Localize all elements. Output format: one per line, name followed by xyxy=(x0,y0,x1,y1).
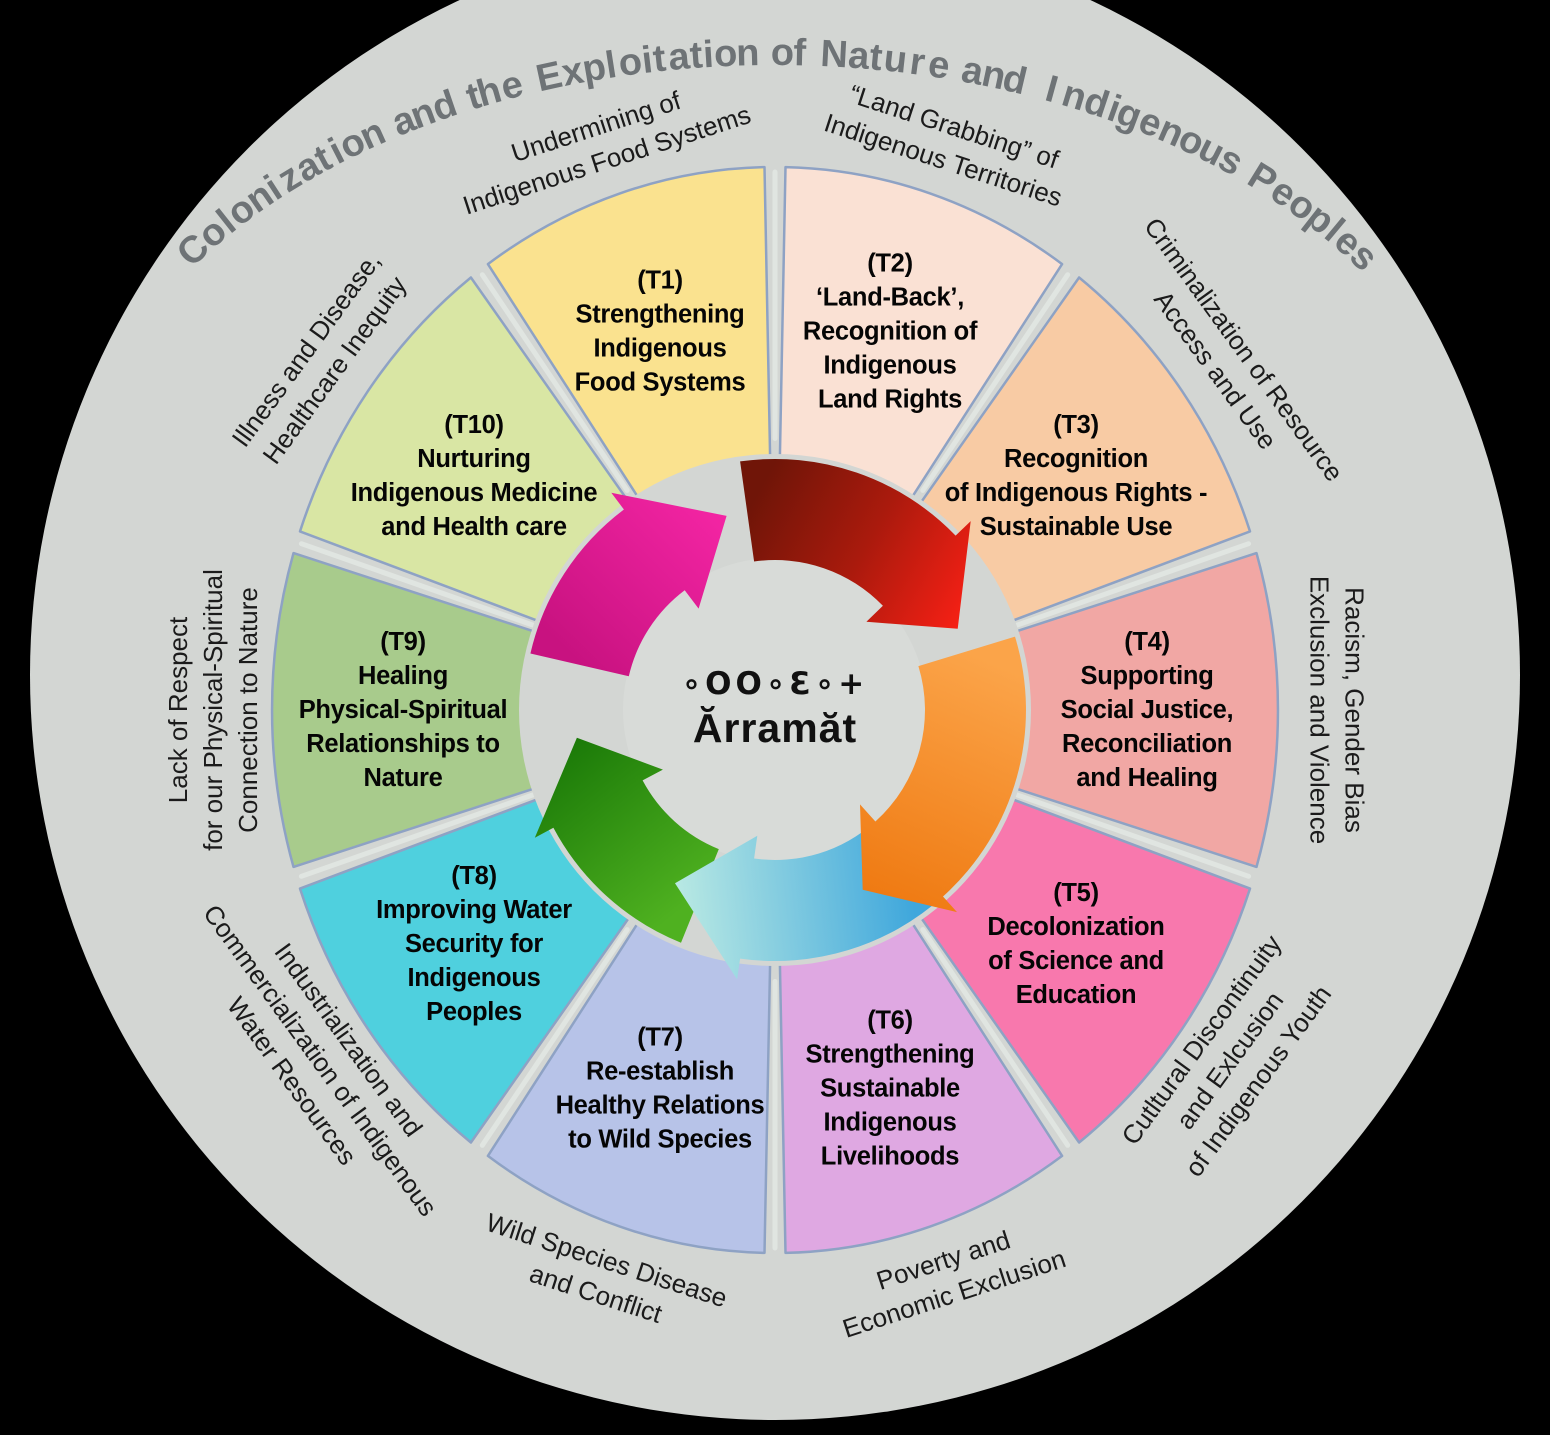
sector-label-line: Supporting xyxy=(1081,662,1214,690)
sector-label-line: Indigenous Medicine xyxy=(351,479,598,507)
sector-label-line: Strengthening xyxy=(806,1041,975,1069)
sector-label-line: Nature xyxy=(364,764,443,792)
sector-divider-spoke xyxy=(920,272,1071,493)
sector-label-line: ‘Land-Back’, xyxy=(816,284,964,312)
sector-t4-code: (T4) xyxy=(1124,628,1170,656)
sector-label-line: Nurturing xyxy=(417,445,530,473)
sector-divider-spoke xyxy=(920,927,1071,1148)
sector-t8-code: (T8) xyxy=(451,862,497,890)
sector-t9-label: (T9) HealingPhysical-SpiritualRelationshi… xyxy=(299,628,508,792)
figure-title-char: t xyxy=(688,34,704,77)
center-disc xyxy=(623,558,927,862)
sector-label-line: Indigenous xyxy=(824,352,957,380)
figure-title-char: i xyxy=(702,34,715,77)
sector-divider-spoke xyxy=(479,927,630,1148)
figure-title-char: N xyxy=(819,33,849,76)
sector-t1-code: (T1) xyxy=(637,267,683,295)
sector-label-line: and Health care xyxy=(381,513,567,541)
sector-t6-label: (T6) StrengtheningSustainableIndigenousLi… xyxy=(806,1007,975,1171)
challenge-label-line: Lack of Respect xyxy=(163,616,193,803)
sector-t3-code: (T3) xyxy=(1053,411,1099,439)
figure-title-char: o xyxy=(771,32,795,74)
challenge-label-line: Connection to Nature xyxy=(233,587,263,833)
sector-label-line: Sustainable Use xyxy=(980,513,1173,541)
sector-label-line: Education xyxy=(1016,981,1137,1009)
figure-title-char: o xyxy=(713,33,738,76)
sector-label-line: Strengthening xyxy=(576,301,745,329)
sector-t7-code: (T7) xyxy=(637,1024,683,1052)
sector-label-line: Healthy Relations xyxy=(556,1092,765,1120)
sector-label-line: Food Systems xyxy=(575,369,746,397)
sector-label-line: Physical-Spiritual xyxy=(299,696,508,724)
figure-title-char: t xyxy=(651,38,668,81)
sector-divider-spoke xyxy=(479,272,630,493)
sector-label-line: of Science and xyxy=(988,947,1164,975)
sector-label-line: Healing xyxy=(358,662,448,690)
figure-title-char: i xyxy=(639,39,654,82)
sector-label-line: Reconciliation xyxy=(1062,730,1232,758)
cycle-arrows-group xyxy=(530,458,1026,980)
cycle-arrow-orange xyxy=(860,636,1026,913)
sector-label-line: Sustainable xyxy=(820,1075,960,1103)
sector-label-line: Peoples xyxy=(426,998,522,1026)
sector-divider-spoke xyxy=(298,541,539,629)
spokes-group xyxy=(298,169,1252,1251)
figure-title-char: o xyxy=(616,40,645,85)
sector-divider-spoke xyxy=(298,791,539,879)
sector-t9-code: (T9) xyxy=(380,628,426,656)
sector-t10-code: (T10) xyxy=(444,411,503,439)
figure-title-char: n xyxy=(736,32,760,75)
cycle-arrow-red xyxy=(740,458,971,629)
sector-t3-label: (T3) Recognition of Indigenous Rights - Sus… xyxy=(945,411,1208,541)
challenge-label-line: Racism, Gender Bias xyxy=(1340,587,1370,833)
figure-title-char: a xyxy=(847,34,872,78)
sector-label-line: Social Justice, xyxy=(1061,696,1234,724)
sector-t2-code: (T2) xyxy=(867,250,913,278)
challenge-label-line: Exclusion and Violence xyxy=(1305,576,1335,844)
figure-title-char: u xyxy=(882,38,910,82)
sector-label-line: Security for xyxy=(405,930,543,958)
sector-label-line: Recognition xyxy=(1004,445,1148,473)
figure-title-char: f xyxy=(793,32,807,74)
sector-label-line: and Healing xyxy=(1076,764,1217,792)
sector-t5-label: (T5) Decolonization of Science andEducatio… xyxy=(987,879,1164,1009)
cycle-arrow-green xyxy=(534,737,719,943)
sector-t5-code: (T5) xyxy=(1053,879,1099,907)
cycle-arrow-magenta xyxy=(530,492,727,677)
sector-label-line: Re-establish xyxy=(586,1058,734,1086)
sector-t2-label: (T2) ‘Land-Back’, Recognition of Indigenous… xyxy=(803,250,978,414)
figure-title-char: t xyxy=(868,36,885,79)
center-syllabics-label: ∘OO∘Ɛ∘+ xyxy=(682,666,868,702)
sector-label-line: Relationships to xyxy=(306,730,500,758)
center-name-label: Ărramăt xyxy=(693,705,857,751)
sector-label-line: Improving Water xyxy=(376,896,572,924)
sector-t6-code: (T6) xyxy=(867,1007,913,1035)
sector-label-line: Land Rights xyxy=(818,386,962,414)
sector-label-line: Indigenous xyxy=(824,1109,957,1137)
figure-title-char: r xyxy=(907,41,927,85)
sector-label-line: to Wild Species xyxy=(568,1126,752,1154)
sector-label-line: Indigenous xyxy=(594,335,727,363)
sector-label-line: Indigenous xyxy=(408,964,541,992)
sector-divider-spoke xyxy=(1011,791,1252,879)
sector-divider-spoke xyxy=(1011,541,1252,629)
figure-title-char: a xyxy=(667,35,693,79)
sector-label-line: of Indigenous Rights - xyxy=(945,479,1208,507)
challenge-label-line: for our Physical-Spiritual xyxy=(198,569,228,851)
sector-label-line: Decolonization xyxy=(987,913,1164,941)
sector-label-line: Livelihoods xyxy=(821,1143,960,1171)
sector-label-line: Recognition of xyxy=(803,318,978,346)
